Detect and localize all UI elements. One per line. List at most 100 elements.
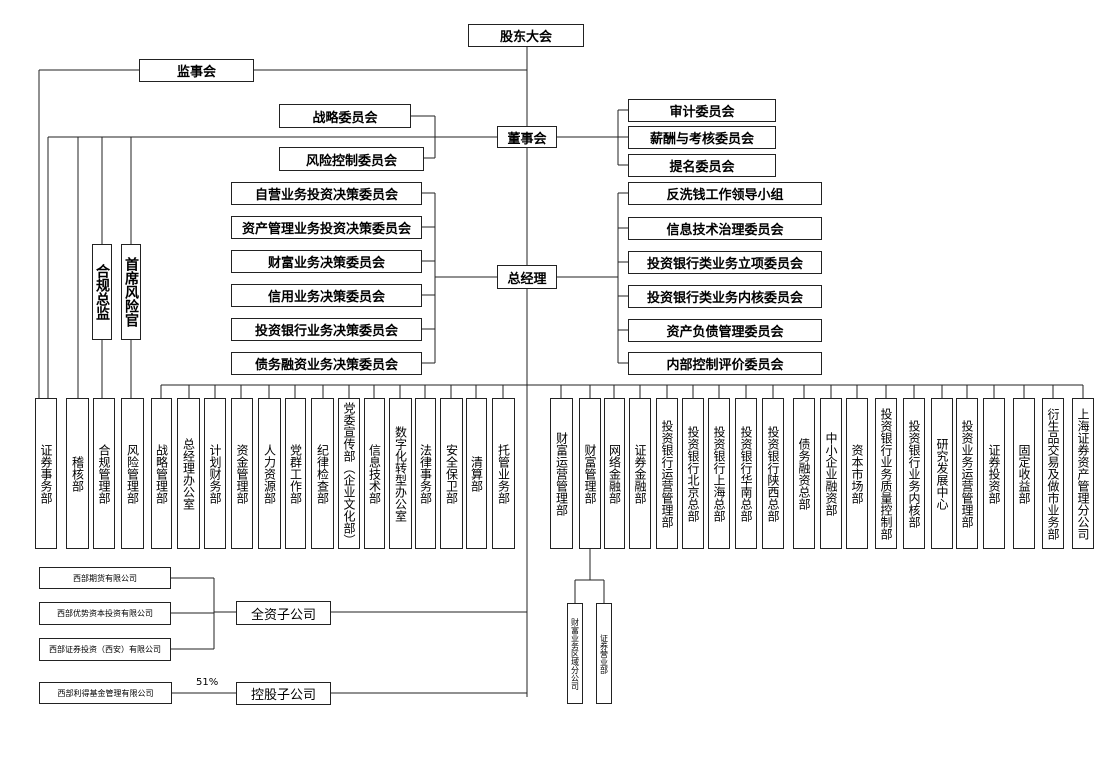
department-box: 上海证券资产管理分公司: [1072, 398, 1094, 549]
gm-committee-right-label: 资产负债管理委员会: [666, 325, 784, 340]
department-box: 数字化转型办公室: [389, 398, 412, 549]
gm-committee-left-box: 投资银行业务决策委员会: [231, 318, 422, 341]
department-box: 投资银行业务质量控制部: [875, 398, 897, 549]
subsidiary-box: 西部期货有限公司: [39, 567, 171, 589]
department-label: 证券事务部: [39, 443, 53, 504]
gm-committee-left-label: 债务融资业务决策委员会: [254, 358, 398, 373]
department-box: 中小企业融资部: [820, 398, 842, 549]
department-label: 托管业务部: [496, 443, 511, 504]
department-box: 稽核部: [66, 398, 89, 549]
department-label: 资本市场部: [850, 443, 864, 504]
department-label: 投资银行业务内核部: [907, 419, 921, 528]
wealth-unit-label: 财富业务区域分公司: [570, 617, 580, 690]
department-box: 清算部: [466, 398, 487, 549]
department-label: 研究发展中心: [935, 437, 949, 510]
department-label: 信息技术部: [367, 443, 382, 504]
department-label: 清算部: [469, 455, 484, 492]
securities-branch-box: 证券营业部: [596, 603, 612, 704]
gm-committee-right-label: 反洗钱工作领导小组: [666, 188, 784, 203]
supervisory-board-box: 监事会: [139, 59, 254, 82]
gm-committee-right-label: 投资银行类业务内核委员会: [646, 291, 803, 306]
department-label: 投资银行华南总部: [739, 425, 753, 522]
general-manager-label: 总经理: [507, 271, 547, 287]
department-box: 网络金融部: [604, 398, 625, 549]
department-label: 战略管理部: [154, 443, 169, 504]
department-label: 证券投资部: [987, 443, 1001, 504]
department-box: 证券金融部: [629, 398, 651, 549]
gm-committee-right-box: 反洗钱工作领导小组: [628, 182, 822, 205]
officer-label: 合规总监: [94, 264, 110, 320]
gm-committee-right-box: 投资银行类业务立项委员会: [628, 251, 822, 274]
department-label: 党委宣传部（企业文化部）: [342, 401, 356, 546]
department-label: 中小企业融资部: [824, 431, 838, 516]
department-label: 财富管理部: [583, 443, 597, 504]
department-box: 固定收益部: [1013, 398, 1035, 549]
board-of-directors-box: 董事会: [497, 126, 557, 148]
gm-committee-left-label: 资产管理业务投资决策委员会: [241, 222, 411, 237]
department-box: 法律事务部: [415, 398, 436, 549]
department-box: 计划财务部: [204, 398, 226, 549]
general-manager-box: 总经理: [497, 265, 557, 289]
department-box: 投资银行上海总部: [708, 398, 730, 549]
department-label: 投资银行北京总部: [686, 425, 700, 522]
subsidiary-label: 西部优势资本投资有限公司: [57, 609, 153, 618]
subsidiary-label: 西部利得基金管理有限公司: [57, 688, 154, 698]
gm-committee-right-box: 内部控制评价委员会: [628, 352, 822, 375]
wealth-unit-label: 证券营业部: [599, 633, 609, 674]
department-box: 信息技术部: [364, 398, 385, 549]
department-box: 研究发展中心: [931, 398, 953, 549]
gm-committee-right-label: 投资银行类业务立项委员会: [646, 257, 803, 272]
department-label: 债务融资总部: [797, 437, 811, 510]
department-label: 党群工作部: [288, 443, 303, 504]
department-box: 合规管理部: [93, 398, 115, 549]
gm-committee-left-label: 信用业务决策委员会: [267, 290, 385, 305]
gm-committee-right-box: 资产负债管理委员会: [628, 319, 822, 342]
department-label: 计划财务部: [208, 443, 222, 504]
subsidiary-box: 西部证券投资（西安）有限公司: [39, 638, 171, 661]
holding-label: 控股子公司: [250, 688, 316, 703]
department-box: 衍生品交易及做市业务部: [1042, 398, 1064, 549]
department-box: 财富管理部: [579, 398, 601, 549]
wealth-regional-branch-box: 财富业务区域分公司: [567, 603, 583, 704]
board-committee-right-label: 审计委员会: [669, 105, 735, 120]
board-committee-right-label: 薪酬与考核委员会: [649, 132, 754, 147]
department-label: 投资银行上海总部: [712, 425, 726, 522]
board-of-directors-label: 董事会: [507, 131, 547, 147]
department-box: 党委宣传部（企业文化部）: [338, 398, 360, 549]
department-box: 投资业务运营管理部: [956, 398, 978, 549]
department-box: 证券投资部: [983, 398, 1005, 549]
department-box: 债务融资总部: [793, 398, 815, 549]
department-label: 投资银行陕西总部: [766, 425, 780, 522]
department-box: 投资银行华南总部: [735, 398, 757, 549]
department-label: 稽核部: [70, 455, 85, 492]
department-box: 风险管理部: [121, 398, 144, 549]
department-label: 资金管理部: [235, 443, 249, 504]
department-box: 资金管理部: [231, 398, 253, 549]
holding-subsidiaries-box: 控股子公司: [236, 682, 331, 705]
department-label: 固定收益部: [1017, 443, 1031, 504]
strategy-committee-box: 战略委员会: [279, 104, 411, 128]
officer-label: 首席风险官: [123, 257, 139, 327]
department-box: 纪律检查部: [311, 398, 334, 549]
department-box: 战略管理部: [151, 398, 172, 549]
board-committee-right-label: 提名委员会: [669, 160, 735, 175]
department-label: 投资银行运营管理部: [660, 419, 674, 528]
department-label: 财富运营管理部: [554, 431, 569, 516]
gm-committee-left-box: 资产管理业务投资决策委员会: [231, 216, 422, 239]
department-label: 法律事务部: [418, 443, 433, 504]
risk-control-committee-box: 风险控制委员会: [279, 147, 424, 171]
board-committee-left-label: 风险控制委员会: [305, 153, 397, 169]
gm-committee-left-box: 债务融资业务决策委员会: [231, 352, 422, 375]
wholly-owned-subsidiaries-box: 全资子公司: [236, 601, 331, 625]
gm-committee-right-label: 内部控制评价委员会: [666, 358, 784, 373]
department-box: 财富运营管理部: [550, 398, 573, 549]
department-box: 总经理办公室: [177, 398, 200, 549]
department-label: 投资银行业务质量控制部: [879, 407, 893, 540]
board-committee-left-label: 战略委员会: [312, 110, 378, 126]
department-label: 人力资源部: [262, 443, 277, 504]
shareholders-meeting-label: 股东大会: [499, 30, 552, 45]
department-box: 安全保卫部: [440, 398, 463, 549]
subsidiary-box: 西部利得基金管理有限公司: [39, 682, 172, 704]
department-label: 衍生品交易及做市业务部: [1046, 407, 1060, 540]
